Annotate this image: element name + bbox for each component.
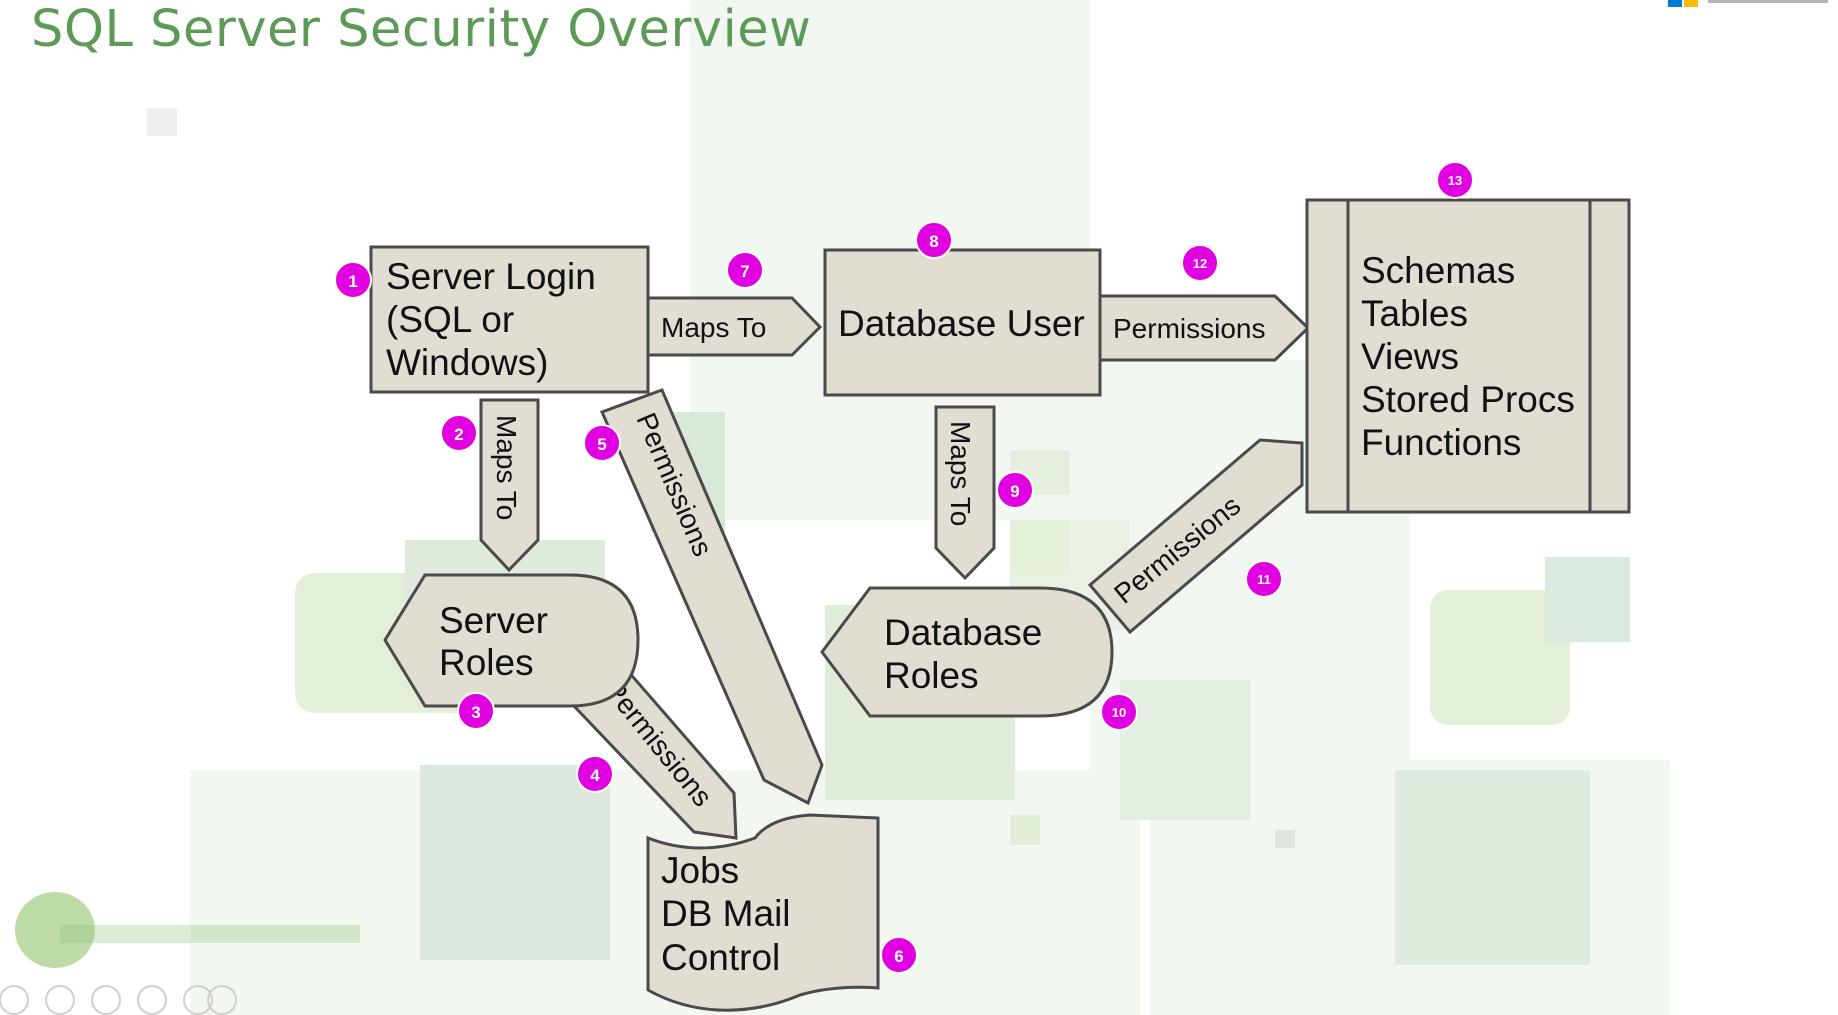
svg-text:10: 10 <box>1112 705 1126 720</box>
arrow-label: Maps To <box>661 312 766 343</box>
badge-4: 4 <box>576 755 614 793</box>
arrow-login-to-user: Maps To <box>646 296 823 357</box>
badge-10: 10 <box>1100 693 1138 731</box>
badge-6: 6 <box>880 936 918 974</box>
node-label-line: Stored Procs <box>1361 379 1575 420</box>
microsoft-logo-icon <box>1668 0 1828 7</box>
node-database-roles: Database Roles <box>820 586 1114 718</box>
svg-text:4: 4 <box>590 766 600 785</box>
page-title: SQL Server Security Overview <box>31 0 812 59</box>
node-label-line: Windows) <box>386 342 548 383</box>
node-jobs: Jobs DB Mail Control <box>646 813 880 1012</box>
svg-text:12: 12 <box>1193 256 1207 271</box>
node-label-line: Control <box>661 937 780 978</box>
node-label-line: Functions <box>1361 422 1521 463</box>
badge-11: 11 <box>1245 560 1283 598</box>
badge-12: 12 <box>1181 244 1219 282</box>
node-label-line: Jobs <box>661 850 739 891</box>
svg-text:6: 6 <box>894 947 903 966</box>
node-label-line: Tables <box>1361 293 1468 334</box>
badge-13: 13 <box>1436 161 1474 199</box>
badge-8: 8 <box>915 221 953 259</box>
node-label-line: Roles <box>439 642 534 683</box>
svg-text:11: 11 <box>1257 572 1271 587</box>
badge-7: 7 <box>726 251 764 289</box>
arrow-user-to-securables: Permissions <box>1098 294 1311 362</box>
svg-text:13: 13 <box>1448 173 1462 188</box>
node-label-line: Database <box>884 612 1042 653</box>
arrow-login-to-server-roles: Maps To <box>479 398 540 573</box>
player-control-icons[interactable] <box>0 978 250 1015</box>
svg-text:8: 8 <box>929 232 938 251</box>
badge-5: 5 <box>583 424 621 462</box>
arrow-label: Maps To <box>945 421 976 526</box>
badge-3: 3 <box>457 692 495 730</box>
node-label-line: Server <box>439 600 548 641</box>
arrow-label: Permissions <box>1113 313 1265 344</box>
node-securables: Schemas Tables Views Stored Procs Functi… <box>1305 198 1631 514</box>
svg-text:5: 5 <box>597 435 606 454</box>
node-label: Database User <box>838 303 1085 344</box>
node-label-line: Schemas <box>1361 250 1515 291</box>
node-label-line: DB Mail <box>661 893 791 934</box>
arrow-user-to-db-roles: Maps To <box>934 405 996 581</box>
svg-text:9: 9 <box>1010 482 1019 501</box>
arrow-db-roles-to-securables: Permissions <box>1087 438 1304 635</box>
node-server-login: Server Login (SQL or Windows) <box>369 245 650 394</box>
node-label-line: (SQL or <box>386 299 514 340</box>
svg-text:1: 1 <box>348 272 357 291</box>
node-server-roles: Server Roles <box>383 573 640 708</box>
svg-text:3: 3 <box>471 703 480 722</box>
node-label-line: Roles <box>884 655 979 696</box>
node-label-line: Views <box>1361 336 1459 377</box>
svg-text:7: 7 <box>740 262 749 281</box>
svg-text:2: 2 <box>454 425 463 444</box>
badge-9: 9 <box>996 471 1034 509</box>
node-database-user: Database User <box>823 248 1102 397</box>
badge-1: 1 <box>334 261 372 299</box>
badge-2: 2 <box>440 414 478 452</box>
arrow-label: Maps To <box>491 415 522 520</box>
node-label-line: Server Login <box>386 256 596 297</box>
